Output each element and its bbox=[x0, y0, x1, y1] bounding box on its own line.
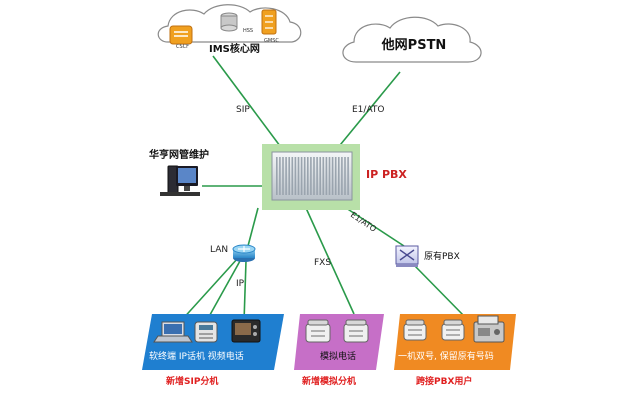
pstn-label: 他网PSTN bbox=[381, 37, 447, 53]
pbx-slot bbox=[313, 157, 315, 195]
pbx-slot bbox=[285, 157, 287, 195]
fax-machine-icon bbox=[473, 315, 505, 343]
pbx-slot bbox=[310, 157, 312, 195]
pbx-slot bbox=[300, 157, 303, 195]
gmsc-label: GMSC bbox=[264, 38, 279, 44]
e1-bottom-link-label: E1/ATO bbox=[349, 210, 378, 234]
sip-panel-content-label: 软终端 IP话机 视频电话 bbox=[149, 350, 244, 362]
pbx-slot bbox=[331, 157, 334, 195]
cscf-label: CSCF bbox=[176, 44, 189, 50]
lan-link-label: LAN bbox=[210, 245, 228, 255]
pstn-link bbox=[335, 71, 401, 151]
pbx-slot bbox=[291, 157, 294, 195]
video-phone-icon bbox=[231, 319, 261, 343]
hss-icon bbox=[220, 12, 238, 32]
pbx-slot bbox=[338, 157, 340, 195]
lan-router-icon bbox=[232, 244, 256, 262]
pbx-user-panel: 一机双号, 保留原有号码 bbox=[394, 314, 516, 370]
sip-panel-title: 新增SIP分机 bbox=[166, 375, 218, 387]
pbx-slot bbox=[303, 157, 306, 195]
analog-panel-title: 新增模拟分机 bbox=[302, 375, 356, 387]
gmsc-icon bbox=[261, 9, 277, 35]
pbx-slot bbox=[288, 157, 290, 195]
hss-label: HSS bbox=[243, 28, 253, 34]
legacy-pbx-icon bbox=[395, 245, 419, 267]
pbx-slot bbox=[322, 157, 325, 195]
analog-phone-icon-2 bbox=[343, 319, 369, 343]
sip-panel: 软终端 IP话机 视频电话 bbox=[142, 314, 284, 370]
fxs-link-label: FXS bbox=[314, 258, 331, 268]
ip-pbx-slots bbox=[276, 157, 349, 195]
pstn-cloud: 他网PSTN bbox=[342, 16, 482, 63]
pbx-slot bbox=[325, 157, 328, 195]
ip-link-label: IP bbox=[236, 279, 245, 289]
management-computer-icon bbox=[160, 165, 200, 196]
legacy-pbx-label: 原有PBX bbox=[424, 250, 460, 262]
e1-top-link-label: E1/ATO bbox=[352, 105, 384, 115]
ims-cloud: CSCF HSS GMSC IMS核心网 bbox=[157, 4, 302, 55]
connection-lines bbox=[179, 55, 467, 323]
ip-pbx-label: IP PBX bbox=[366, 168, 407, 181]
analog-phone-icon-1 bbox=[305, 319, 331, 343]
pbx-slot bbox=[334, 157, 337, 195]
pbx-slot bbox=[294, 157, 297, 195]
pbx-slot bbox=[347, 157, 349, 195]
sip-link-label: SIP bbox=[236, 105, 250, 115]
pbx-user-panel-content-label: 一机双号, 保留原有号码 bbox=[398, 350, 494, 362]
pbx-user-link bbox=[412, 263, 467, 319]
pbx-slot bbox=[276, 157, 278, 195]
analog-panel: 模拟电话 bbox=[294, 314, 384, 370]
pbx-slot bbox=[316, 157, 318, 195]
pbx-slot bbox=[328, 157, 331, 195]
e1-bottom-link bbox=[339, 203, 405, 247]
pbx-slot bbox=[282, 157, 284, 195]
pbx-slot bbox=[279, 157, 281, 195]
pbx-slot bbox=[344, 157, 346, 195]
fxs-link bbox=[305, 207, 355, 315]
laptop-icon bbox=[153, 321, 193, 343]
ip-phone-icon bbox=[194, 321, 218, 343]
analog-panel-content-label: 模拟电话 bbox=[320, 350, 356, 362]
management-label: 华亨网管维护 bbox=[149, 148, 209, 161]
pbx-slot bbox=[319, 157, 321, 195]
pbx-slot bbox=[307, 157, 309, 195]
pbx-slot bbox=[341, 157, 343, 195]
ip-link-video bbox=[243, 260, 247, 323]
pbx-phone-icon-2 bbox=[441, 319, 465, 341]
pbx-slot bbox=[297, 157, 300, 195]
pstn-cloud-shape bbox=[342, 16, 482, 63]
ip-link-phone bbox=[205, 260, 241, 323]
sip-link bbox=[212, 55, 284, 151]
ims-label: IMS核心网 bbox=[209, 42, 260, 55]
ip-pbx-node bbox=[262, 144, 360, 210]
pbx-phone-icon-1 bbox=[403, 319, 427, 341]
ip-link-laptop bbox=[179, 257, 239, 323]
cscf-icon bbox=[169, 25, 193, 45]
lan-link bbox=[247, 207, 259, 247]
pbx-user-panel-title: 跨接PBX用户 bbox=[416, 375, 472, 387]
ip-pbx-chassis bbox=[271, 151, 353, 201]
